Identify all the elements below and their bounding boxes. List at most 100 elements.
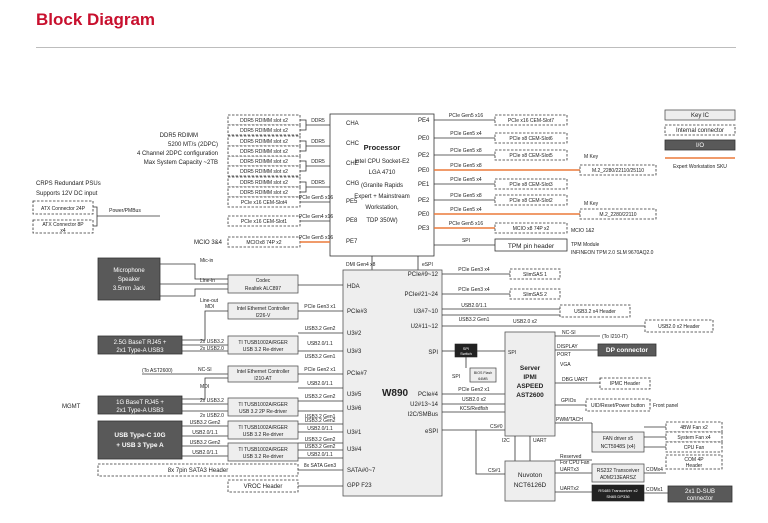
- fan-cpu: [665, 441, 723, 453]
- slimsas-2-label: SlimSAS 2: [523, 292, 547, 298]
- i226-model: I226-V: [256, 313, 271, 319]
- pcie-slot2: [494, 194, 568, 206]
- pcie-slot7-label: PCIe x16 CEM-Slot7: [508, 118, 554, 124]
- redriver-1-gen1-label: USB3.2 Gen1: [305, 354, 336, 360]
- dimm-slot-label: DDR5 RDIMM slot x2: [240, 149, 288, 155]
- pch-port-u3-5: U3#5: [347, 392, 362, 398]
- fan-driver-model: NCT5948S (x4): [601, 444, 636, 450]
- pch-port-u3-1: U3#1: [347, 430, 362, 436]
- lan2-section: (To AST2600) NC-SI Intel Ethernet Contro…: [62, 365, 343, 420]
- usb3-header-bus-label-2: USB3.2 Gen1: [459, 317, 490, 323]
- fan-system-label: System Fan x4: [677, 435, 711, 441]
- usb3-header-bus: [442, 308, 560, 316]
- pch-port-i2c: I2C/SMBus: [408, 412, 438, 418]
- mic-in-label: Mic-in: [200, 258, 214, 264]
- mcio-1-2-label: MCIO x8 74P x2: [513, 226, 550, 232]
- pcie-slot3: [494, 178, 568, 190]
- i226-label: Intel Ethernet Controller: [237, 306, 290, 312]
- dimm-slot-label: DDR5 RDIMM slot x2: [240, 128, 288, 134]
- bmc-gpio-label: GPIOs: [561, 398, 577, 404]
- bmc-i2c-label: I2C: [502, 438, 510, 444]
- mcio-3-4-label: MCIOx8 74P x2: [246, 240, 281, 246]
- ddr5-bus-cha: [300, 119, 330, 131]
- bios-flash-label: BIOS Flash: [474, 371, 492, 375]
- mcio-3-4-bus-label: PCIe Gen5 x16: [299, 235, 333, 241]
- com4-label: COMx4: [646, 467, 663, 473]
- title-divider: [36, 47, 736, 48]
- rs485-model: SN65 DP336: [606, 494, 630, 499]
- m-key-label-2: M Key: [584, 201, 599, 207]
- dimm-slot-label: DDR5 RDIMM slot x2: [240, 118, 288, 124]
- pch-port-pcie7: PCIe#7: [347, 371, 368, 377]
- usb2-header-bus-label: USB2.0 x2: [513, 319, 537, 325]
- slimsas-2: [509, 288, 561, 300]
- line-in-label: Line-in: [200, 278, 215, 284]
- pch-port-u3-6: U3#6: [347, 406, 362, 412]
- m2-slot-2-label: M.2_2280/22110: [599, 212, 636, 218]
- lan2-mdi-label: MDI: [200, 384, 209, 390]
- pch-block: W890 HDA PCIe#3 U3#2 U3#3 PCIe#7 U3#5 U3…: [342, 269, 443, 497]
- cpu-right-pcie: PCIe Gen5 x16 PCIe x16 CEM-Slot7 PCIe Ge…: [434, 113, 657, 256]
- rj45-1g-label: 1G BaseT RJ45 +: [116, 400, 164, 406]
- m2-slot-1: [579, 164, 657, 176]
- storage-section: 8x 7pin SATA3 Header 8x SATA Gen3 VROC H…: [97, 463, 343, 493]
- slimsas-1: [509, 268, 561, 280]
- lan1-mdi-label: MDI: [205, 304, 214, 310]
- lan2-mdi-line: [182, 377, 228, 400]
- bmc-to-i210-label: (To I210-IT): [602, 334, 628, 340]
- cpu-port-pe8: PE8: [346, 218, 358, 224]
- pch-port-u3-7-10: U3#7~10: [413, 309, 438, 315]
- usb2-x2-header: [644, 319, 714, 333]
- redriver-3-gen2-label: USB3.2 Gen2: [305, 418, 336, 424]
- redriver-4-gen2-label: USB3.2 Gen2: [305, 444, 336, 450]
- legend-key-ic-swatch: [664, 109, 736, 121]
- processor-title: Processor: [364, 143, 401, 152]
- ipmc-header-label: IPMC Header: [610, 381, 641, 387]
- dimm-slot-label: DDR5 RDIMM slot x2: [240, 169, 288, 175]
- lan1-section: Intel Ethernet Controller I226-V PCIe Ge…: [97, 302, 343, 360]
- m-key-label-1: M Key: [584, 154, 599, 160]
- cpu-port-pe4: PE4: [418, 118, 430, 124]
- memory-desc-speed: 5200 MT/s (2DPC): [168, 142, 218, 148]
- front-panel-buttons: [585, 398, 651, 412]
- cpu-port-pe2-a: PE2: [418, 153, 430, 159]
- power-pmbus-label: Power/PMBus: [109, 208, 141, 214]
- bmc-port-label: PORT: [557, 352, 571, 358]
- ddr5-bus-che: [300, 160, 330, 172]
- vroc-header-label: VROC Header: [244, 484, 283, 490]
- atx-8p-connector: [32, 219, 94, 234]
- rs232-label: RS232 Transceiver: [597, 468, 640, 474]
- lan2-usb3-label: 2x USB3.2: [200, 398, 224, 404]
- bmc-ncsi-label: NC-SI: [562, 330, 576, 336]
- bmc-display-label: DISPLAY: [557, 344, 578, 350]
- psu-subtitle: Supports 12V DC input: [36, 191, 98, 197]
- redriver-3-type: USB 3.2 Re-driver: [243, 432, 284, 438]
- fan-section: FAN driver x5 NCT5948S (x4) 4BW Fan x2 S…: [555, 421, 723, 470]
- front-panel-label: Front panel: [653, 403, 678, 409]
- cpu-port-pe0-a: PE0: [418, 136, 430, 142]
- pcie-slot5-label: PCIe x8 CEM-Slot5: [509, 153, 553, 159]
- cpu-port-pe1: PE1: [418, 182, 430, 188]
- ipmc-header: [599, 377, 651, 390]
- cpu-bus-pe2-a-label: PCIe Gen5 x8: [450, 148, 482, 154]
- pch-box: [342, 269, 443, 497]
- legend-key-ic-label: Key IC: [691, 113, 710, 119]
- bios-flash: [469, 367, 497, 383]
- cpu-port-pe0-b: PE0: [418, 168, 430, 174]
- pcie-slot6: [494, 132, 568, 144]
- pcie-slot4-label: PCIe x16 CEM-Slot4: [241, 200, 287, 206]
- bmc-pwm-label: PWM/TACH: [556, 417, 583, 423]
- pch-port-pcie21-24: PCIe#21~24: [404, 292, 438, 298]
- cpu-bus-pe1-label: PCIe Gen5 x4: [450, 177, 482, 183]
- bmc-kcs-bus-label: KCS/Redfish: [460, 406, 489, 412]
- usb-type-a-label: + USB 3 Type A: [116, 442, 164, 449]
- superio-section: Nuvoton NCT6126D CS#1 UARTx3 RS232 Trans…: [475, 430, 733, 503]
- lan2-ncsi-label: NC-SI: [198, 367, 212, 373]
- mic-speaker-label-3: 3.5mm Jack: [113, 286, 146, 292]
- ddr5-bus-chg: [300, 181, 330, 193]
- cpu-port-pe5: PE5: [346, 199, 358, 205]
- dsub-label-2: connector: [687, 496, 713, 502]
- to-ast2600-label: (To AST2600): [142, 368, 173, 374]
- redriver-4-type: USB 3.2 Re-driver: [243, 454, 284, 460]
